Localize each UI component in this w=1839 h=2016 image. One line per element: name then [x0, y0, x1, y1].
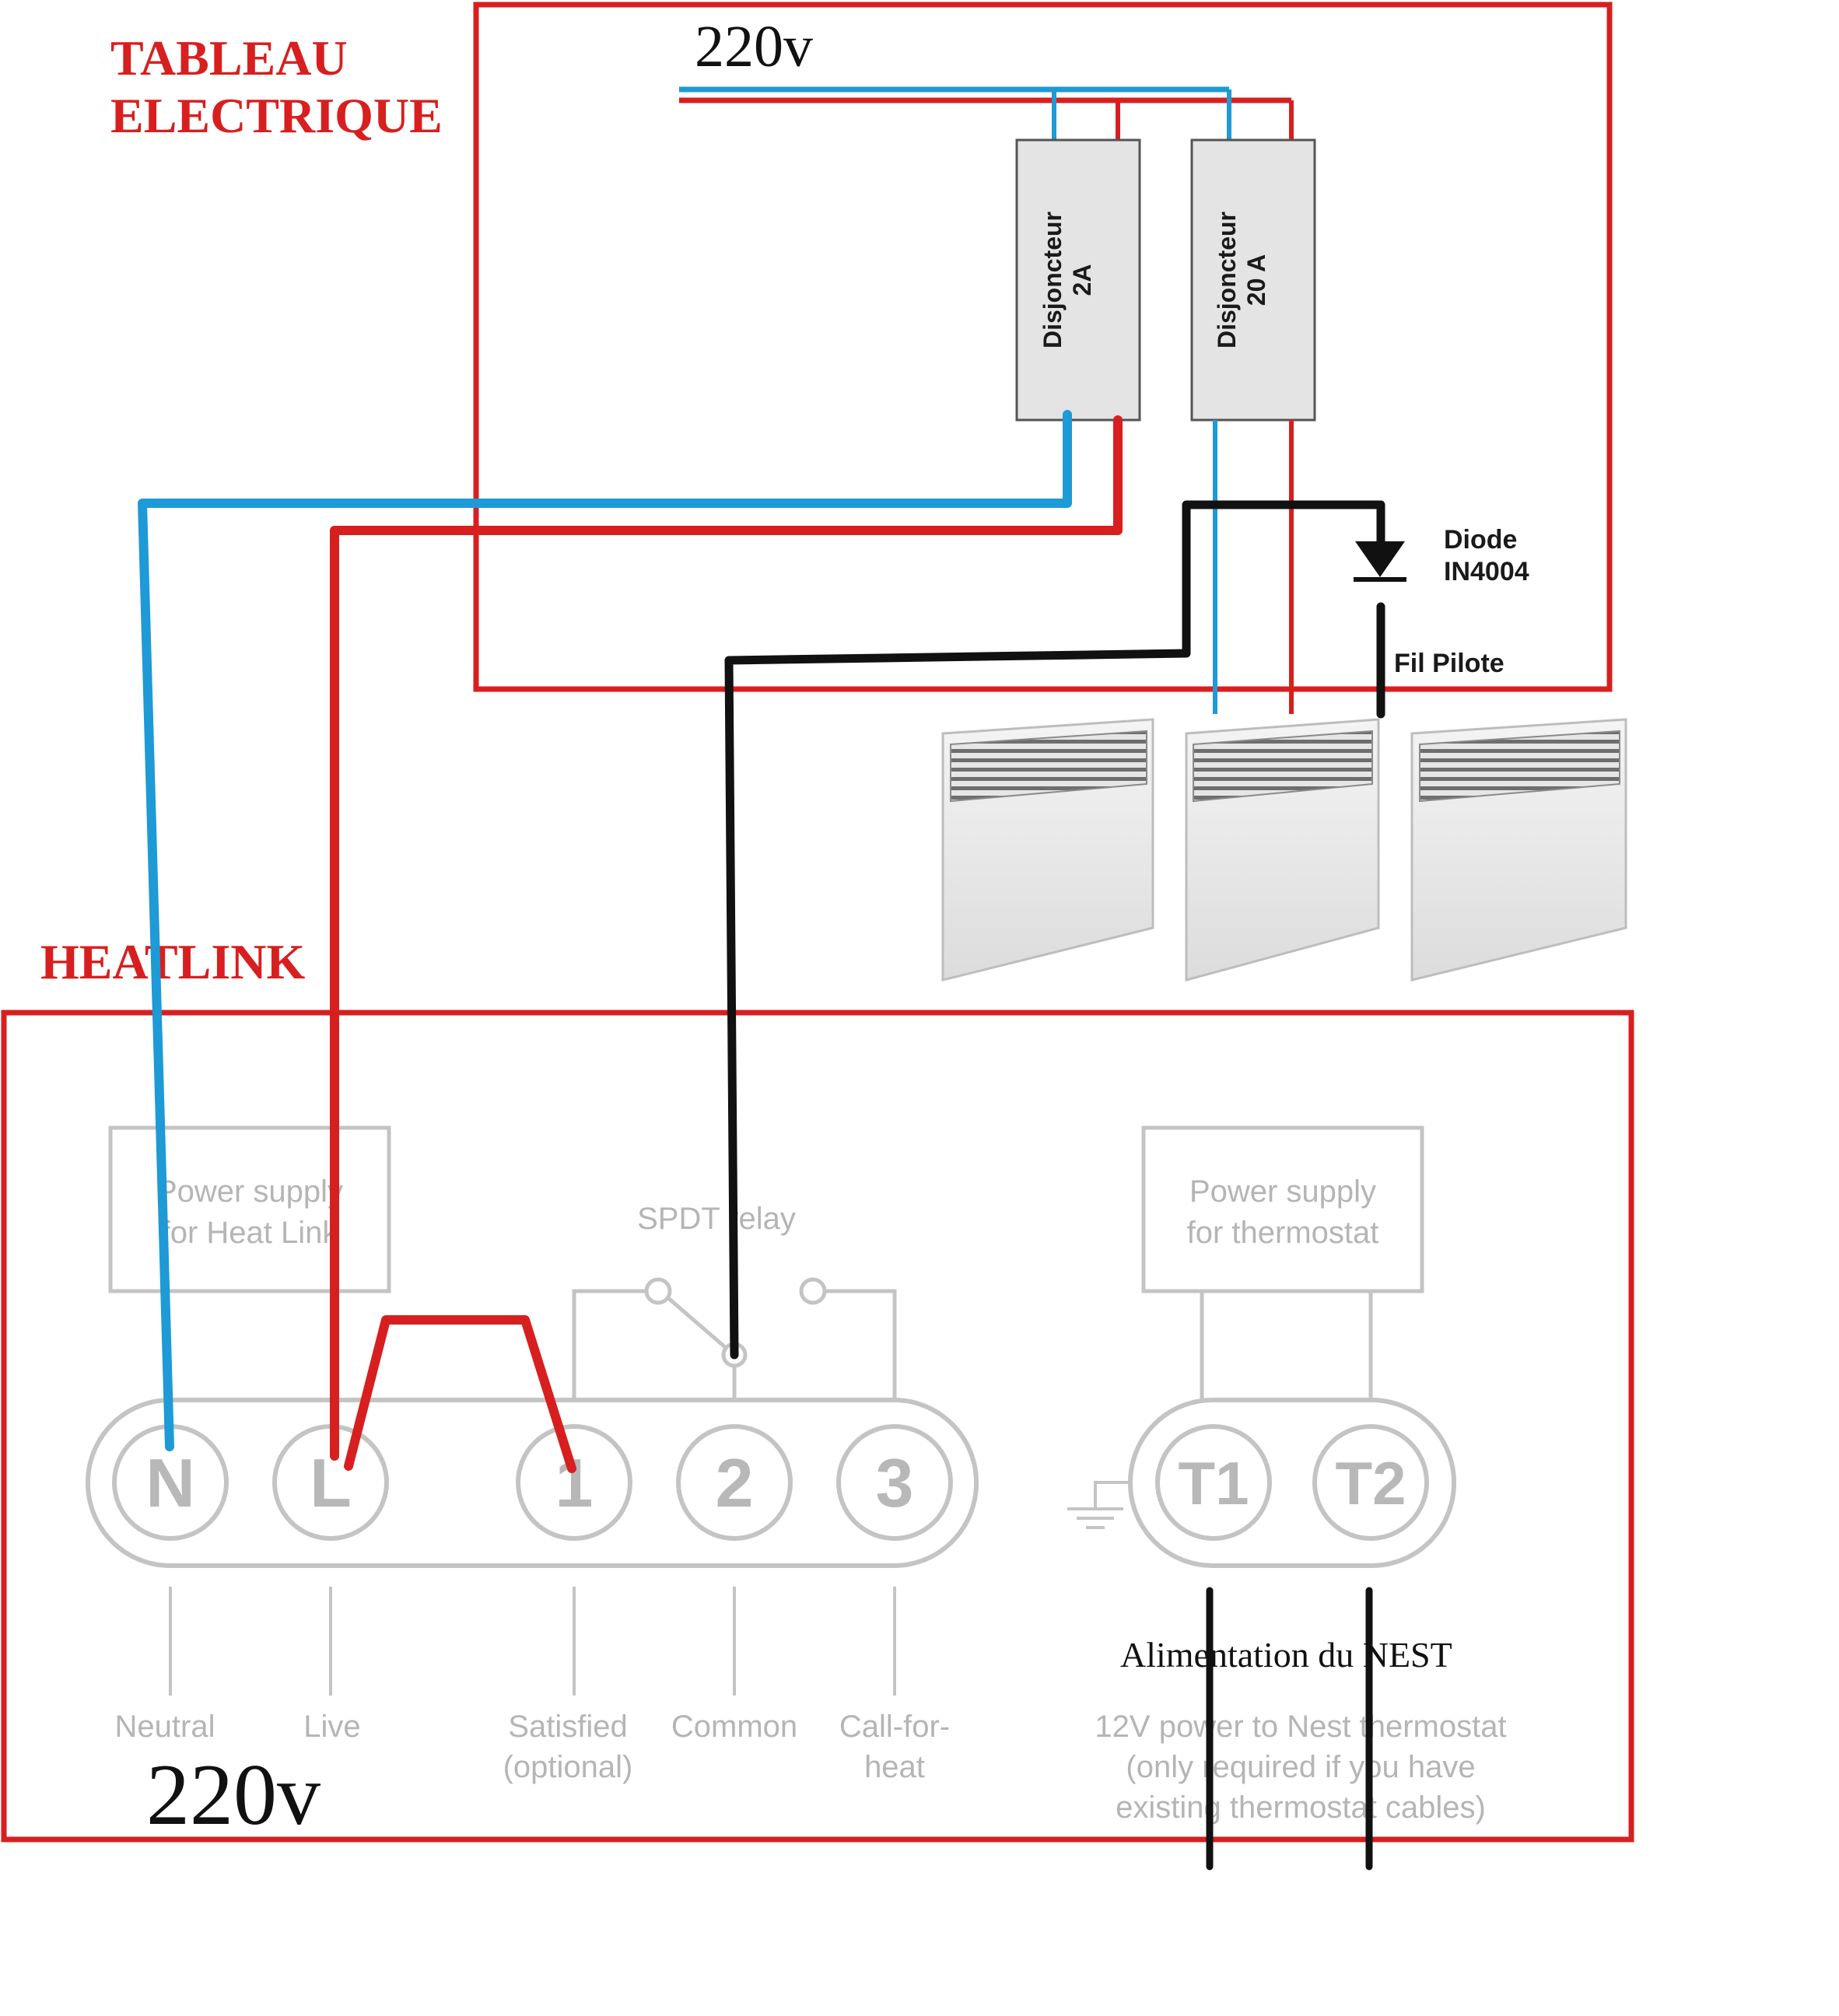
relay-label: SPDT relay — [637, 1202, 796, 1236]
breaker-20a: Disjoncteur 20 A — [1190, 138, 1316, 422]
terminal-t1-ring — [1155, 1424, 1272, 1541]
terminal-1: 1 — [516, 1424, 632, 1541]
diode-label-line2: IN4004 — [1444, 557, 1529, 586]
breaker-2a: Disjoncteur 2A — [1015, 138, 1141, 422]
nest-power-line1: 12V power to Nest thermostat — [1095, 1710, 1506, 1744]
terminal-n-label: N — [145, 1444, 195, 1521]
terminal-1-label: 1 — [555, 1444, 594, 1521]
panel-frame — [473, 2, 1613, 692]
neutral-label: Neutral — [115, 1710, 215, 1744]
breaker-2a-label-line1: Disjoncteur — [1039, 212, 1067, 348]
heatlink-title: HEATLINK — [40, 934, 305, 989]
live-wire — [330, 415, 1123, 1461]
heatlink-voltage: 220v — [146, 1747, 321, 1843]
diode-symbol — [1354, 541, 1406, 582]
diode-triangle — [1355, 541, 1405, 577]
radiator-right — [1410, 718, 1627, 982]
breaker-20a-body — [1190, 138, 1316, 422]
terminal-2-ring — [676, 1424, 793, 1541]
relay-left-lead — [572, 1289, 647, 1400]
psu-thermostat-box — [1141, 1125, 1424, 1293]
radiator-left-grille — [950, 730, 1147, 803]
ground-icon — [1067, 1481, 1130, 1529]
breaker-20a-label-line2: 20 A — [1242, 254, 1270, 306]
terminal-2-label: 2 — [716, 1444, 754, 1521]
breaker-2a-body — [1015, 138, 1141, 422]
main-terminal-strip — [86, 1398, 979, 1568]
relay-left-contact — [644, 1277, 672, 1305]
panel-title-line2: ELECTRIQUE — [110, 88, 443, 143]
breaker-20a-label-line1: Disjoncteur — [1213, 212, 1241, 348]
panel-title-line1: TABLEAU — [110, 30, 348, 86]
satisfied-label-line2: (optional) — [503, 1750, 633, 1784]
terminal-t2-label: T2 — [1335, 1449, 1406, 1517]
radiator-middle — [1185, 718, 1380, 982]
heatlink-frame — [1, 1010, 1634, 1843]
electrical-panel: TABLEAU ELECTRIQUE 220v Disjoncteur 2A D… — [110, 2, 1613, 714]
relay-switch-arm — [666, 1296, 727, 1349]
psu-thermostat-line1: Power supply — [1189, 1174, 1376, 1209]
pilot-wire — [724, 500, 1385, 1360]
call-for-heat-label-line1: Call-for- — [839, 1710, 950, 1744]
wires — [138, 410, 1385, 1871]
radiator-right-grille — [1419, 730, 1620, 803]
nest-power-line3: existing thermostat cables) — [1116, 1790, 1486, 1825]
nest-supply-annotation: Alimentation du NEST — [1120, 1635, 1452, 1675]
psu-thermostat-line2: for thermostat — [1187, 1216, 1379, 1250]
live-label: Live — [303, 1710, 360, 1744]
terminal-t2: T2 — [1312, 1424, 1429, 1541]
pilot-wire-label: Fil Pilote — [1394, 649, 1504, 678]
breaker-2a-label-line2: 2A — [1068, 264, 1096, 296]
heatlink-section: HEATLINK Power supply for Heat Link Powe… — [1, 934, 1634, 1843]
diode-label-line1: Diode — [1444, 525, 1517, 555]
psu-heatlink-line2: for Heat Link — [162, 1216, 339, 1250]
terminal-2: 2 — [676, 1424, 793, 1541]
terminal-3-label: 3 — [876, 1444, 914, 1521]
terminal-1-ring — [516, 1424, 632, 1541]
terminal-3-ring — [836, 1424, 953, 1541]
relay-right-contact — [799, 1277, 827, 1305]
call-for-heat-label-line2: heat — [864, 1750, 925, 1784]
live-bridge-wire — [344, 1315, 576, 1473]
relay-right-lead — [825, 1289, 897, 1400]
terminal-n: N — [112, 1424, 229, 1541]
radiator-middle-grille — [1193, 730, 1373, 803]
psu-heatlink-line1: Power supply — [156, 1174, 343, 1209]
terminal-t1-label: T1 — [1178, 1449, 1249, 1517]
satisfied-label-line1: Satisfied — [508, 1710, 627, 1744]
terminal-t2-ring — [1312, 1424, 1429, 1541]
terminal-t1: T1 — [1155, 1424, 1272, 1541]
psu-heatlink-box — [108, 1125, 391, 1293]
nest-power-line2: (only required if you have — [1126, 1750, 1475, 1784]
radiator-left — [941, 718, 1154, 982]
ground-lead — [1094, 1481, 1130, 1509]
common-label: Common — [671, 1710, 797, 1744]
neutral-wire — [138, 410, 1072, 1451]
panel-voltage: 220v — [695, 14, 813, 79]
terminal-leaders — [169, 1587, 896, 1696]
terminal-3: 3 — [836, 1424, 953, 1541]
